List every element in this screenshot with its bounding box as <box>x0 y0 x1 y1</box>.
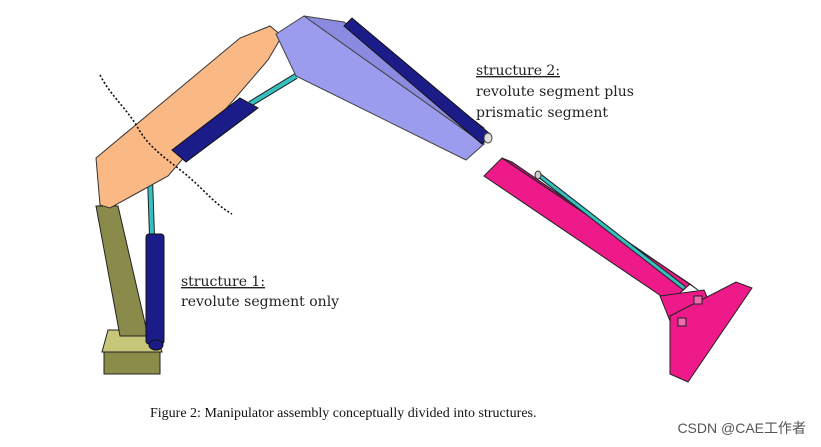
watermark: CSDN @CAE工作者 <box>677 420 806 436</box>
figure-caption: Figure 2: Manipulator assembly conceptua… <box>150 406 536 421</box>
structure-2-label: structure 2: revolute segment plus prism… <box>476 63 634 121</box>
svg-text:prismatic segment: prismatic segment <box>476 105 608 121</box>
boom-2-cylinder <box>343 17 493 145</box>
lift-cylinder <box>145 177 165 351</box>
boom-1 <box>95 25 283 209</box>
boom-2 <box>275 15 485 161</box>
boom-cylinder <box>171 73 298 163</box>
svg-text:revolute segment plus: revolute segment plus <box>476 84 634 100</box>
cut-line <box>99 74 233 215</box>
prismatic-extension <box>483 157 753 383</box>
structure-1-label: structure 1: revolute segment only <box>181 274 339 310</box>
column-arm <box>95 205 149 337</box>
svg-text:structure 1:: structure 1: <box>181 274 265 290</box>
svg-text:revolute segment only: revolute segment only <box>181 294 339 310</box>
svg-text:structure 2:: structure 2: <box>476 63 560 79</box>
